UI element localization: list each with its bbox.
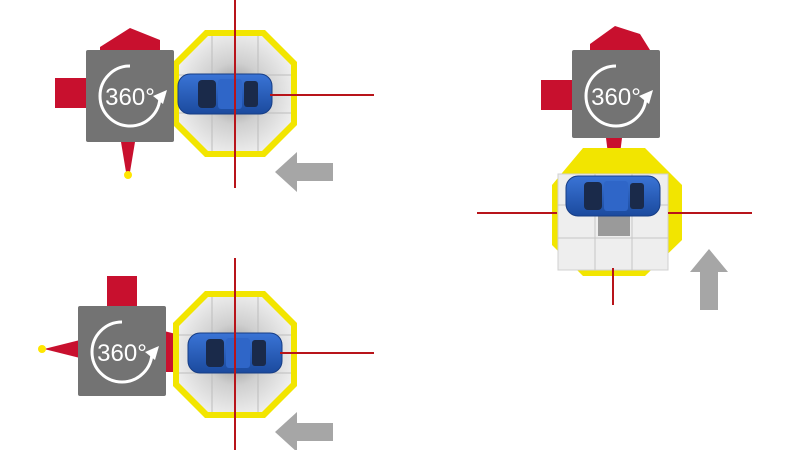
beacon-light-icon (124, 171, 132, 179)
alignment-lines (234, 0, 374, 188)
rotation-label: 360° (105, 84, 155, 111)
direction-arrow-icon (690, 249, 728, 310)
layout-entry-left-top: 360° (55, 0, 374, 192)
direction-arrow-icon (275, 412, 333, 452)
alignment-lines (234, 258, 374, 450)
rotating-unit (86, 50, 174, 142)
alignment-lines (477, 212, 752, 305)
rotate-360-icon (584, 64, 653, 128)
beacon-light-icon (38, 340, 80, 358)
rotate-360-icon (90, 320, 159, 384)
layout-entry-left-bottom: 360° (38, 258, 374, 452)
layout-entry-bottom-right: 360° (477, 26, 752, 310)
rotation-label: 360° (591, 84, 641, 111)
car-top-view-icon (177, 73, 273, 115)
car-top-view-icon (565, 175, 661, 217)
direction-arrow-icon (275, 152, 333, 192)
rotate-360-icon (98, 64, 167, 128)
rotation-label: 360° (97, 340, 147, 367)
